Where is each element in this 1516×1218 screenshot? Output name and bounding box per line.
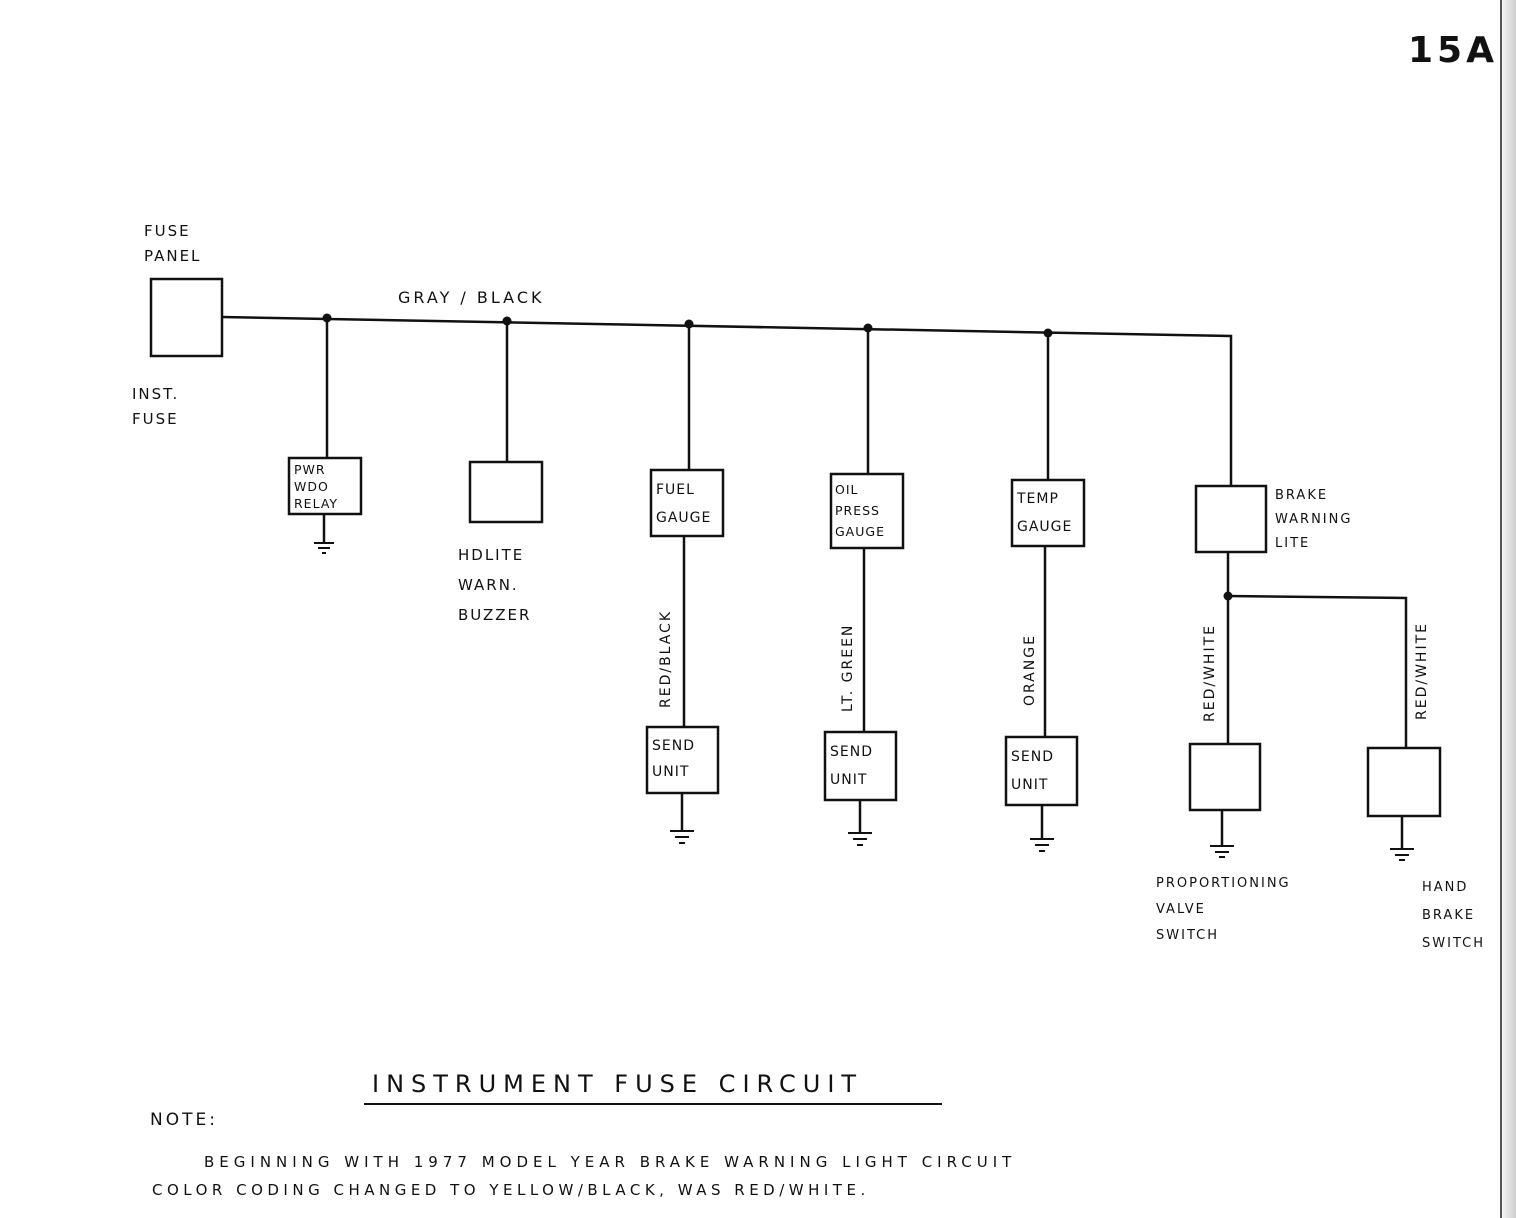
hand-brake-wire [1227,594,1408,748]
note-line-1: Beginning with 1977 model year brake war… [204,1153,1017,1171]
hand-brake-switch-box [1366,746,1442,818]
junction-dot [1223,591,1233,601]
temp-send-unit-label: SEND UNIT [1011,749,1054,793]
oil-gauge-label: OIL PRESS GAUGE [835,482,885,539]
ground-icon [1030,838,1054,852]
fuse-panel-label: FUSE PANEL [144,222,202,265]
inst-fuse-label: INST. FUSE [132,385,180,428]
buzzer-box [468,460,544,524]
fuse-box [149,277,224,358]
page-edge-line [1500,0,1502,1218]
junction-dot [684,319,694,329]
page-edge-shadow [1500,0,1516,1218]
proportioning-valve-switch-box [1188,742,1262,812]
temp-gauge-box [1010,478,1086,548]
brake-left-wire-label: RED/WHITE [1202,624,1218,722]
ground-icon [670,830,694,844]
main-wire-label: GRAY / BLACK [398,288,545,307]
diagram-title: Instrument Fuse Circuit [372,1070,864,1098]
ground-icon [848,832,872,846]
oil-send-unit-label: SEND UNIT [830,744,873,788]
page-number: 15A [1408,30,1498,71]
ground-icon [1210,845,1234,858]
temp-gauge-label: TEMP GAUGE [1017,491,1073,535]
junction-dot [502,316,512,326]
proportioning-switch-label: PROPORTIONING VALVE SWITCH [1156,876,1291,943]
relay-box-label: PWR WDO RELAY [294,462,339,511]
fuel-send-unit-label: SEND UNIT [652,738,695,780]
oil-wire-label: LT. GREEN [840,623,856,712]
buzzer-label: HDLITE WARN. BUZZER [458,546,532,624]
brake-lite-box [1194,484,1268,554]
note-line-2: color coding changed to Yellow/Black, wa… [152,1181,870,1199]
junction-dot [322,313,332,323]
title-underline [364,1103,942,1105]
ground-icon [314,542,334,554]
fuel-gauge-box [649,468,725,538]
brake-lite-label: BRAKE WARNING LITE [1275,488,1353,551]
hand-brake-switch-label: HAND BRAKE SWITCH [1422,880,1485,951]
oil-gauge-box [829,472,905,550]
junction-dot [1043,328,1053,338]
brake-right-wire-label: RED/WHITE [1414,622,1430,720]
main-bus-wire [221,315,1233,486]
fuel-gauge-label: FUEL GAUGE [656,482,712,526]
temp-wire-label: ORANGE [1022,634,1038,706]
fuel-wire-label: RED/BLACK [658,609,674,708]
ground-icon [1390,848,1414,861]
junction-dot [863,323,873,333]
note-heading: Note: [150,1110,218,1130]
